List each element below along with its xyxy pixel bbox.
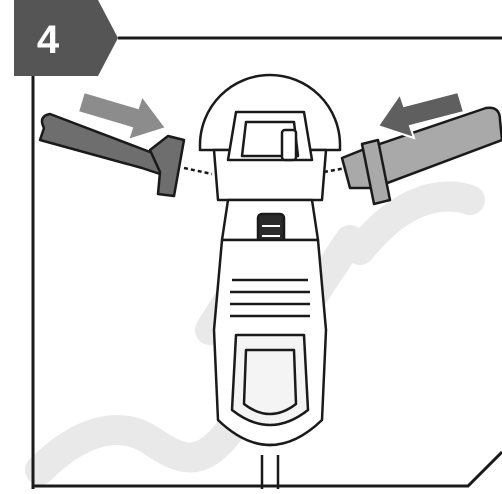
arrow-left-icon xyxy=(376,90,466,140)
left-handle-grip xyxy=(38,112,174,178)
left-handle-thread xyxy=(183,166,213,176)
left-side-handle xyxy=(38,112,213,198)
rear-grip xyxy=(230,333,310,427)
frame xyxy=(31,36,502,489)
step-badge: 4 xyxy=(14,0,118,76)
step-number: 4 xyxy=(37,18,60,62)
gear-cover xyxy=(226,110,314,162)
left-handle-guard xyxy=(148,134,186,198)
frame-bottom-line xyxy=(33,450,502,488)
ventilation-slots xyxy=(230,278,310,318)
rear-grip-inner xyxy=(242,348,298,416)
angle-grinder xyxy=(198,73,342,489)
right-handle-guard xyxy=(360,138,392,206)
arrow-right-direction xyxy=(76,90,168,142)
step-badge-shape xyxy=(14,0,118,76)
arrow-left-direction xyxy=(376,90,466,140)
right-handle-thread xyxy=(323,166,347,174)
right-side-handle xyxy=(323,106,502,206)
power-cable xyxy=(260,455,280,489)
spindle-lock-button xyxy=(280,128,298,162)
gear-cover-detail xyxy=(240,120,300,158)
arrow-right-icon xyxy=(76,90,168,142)
